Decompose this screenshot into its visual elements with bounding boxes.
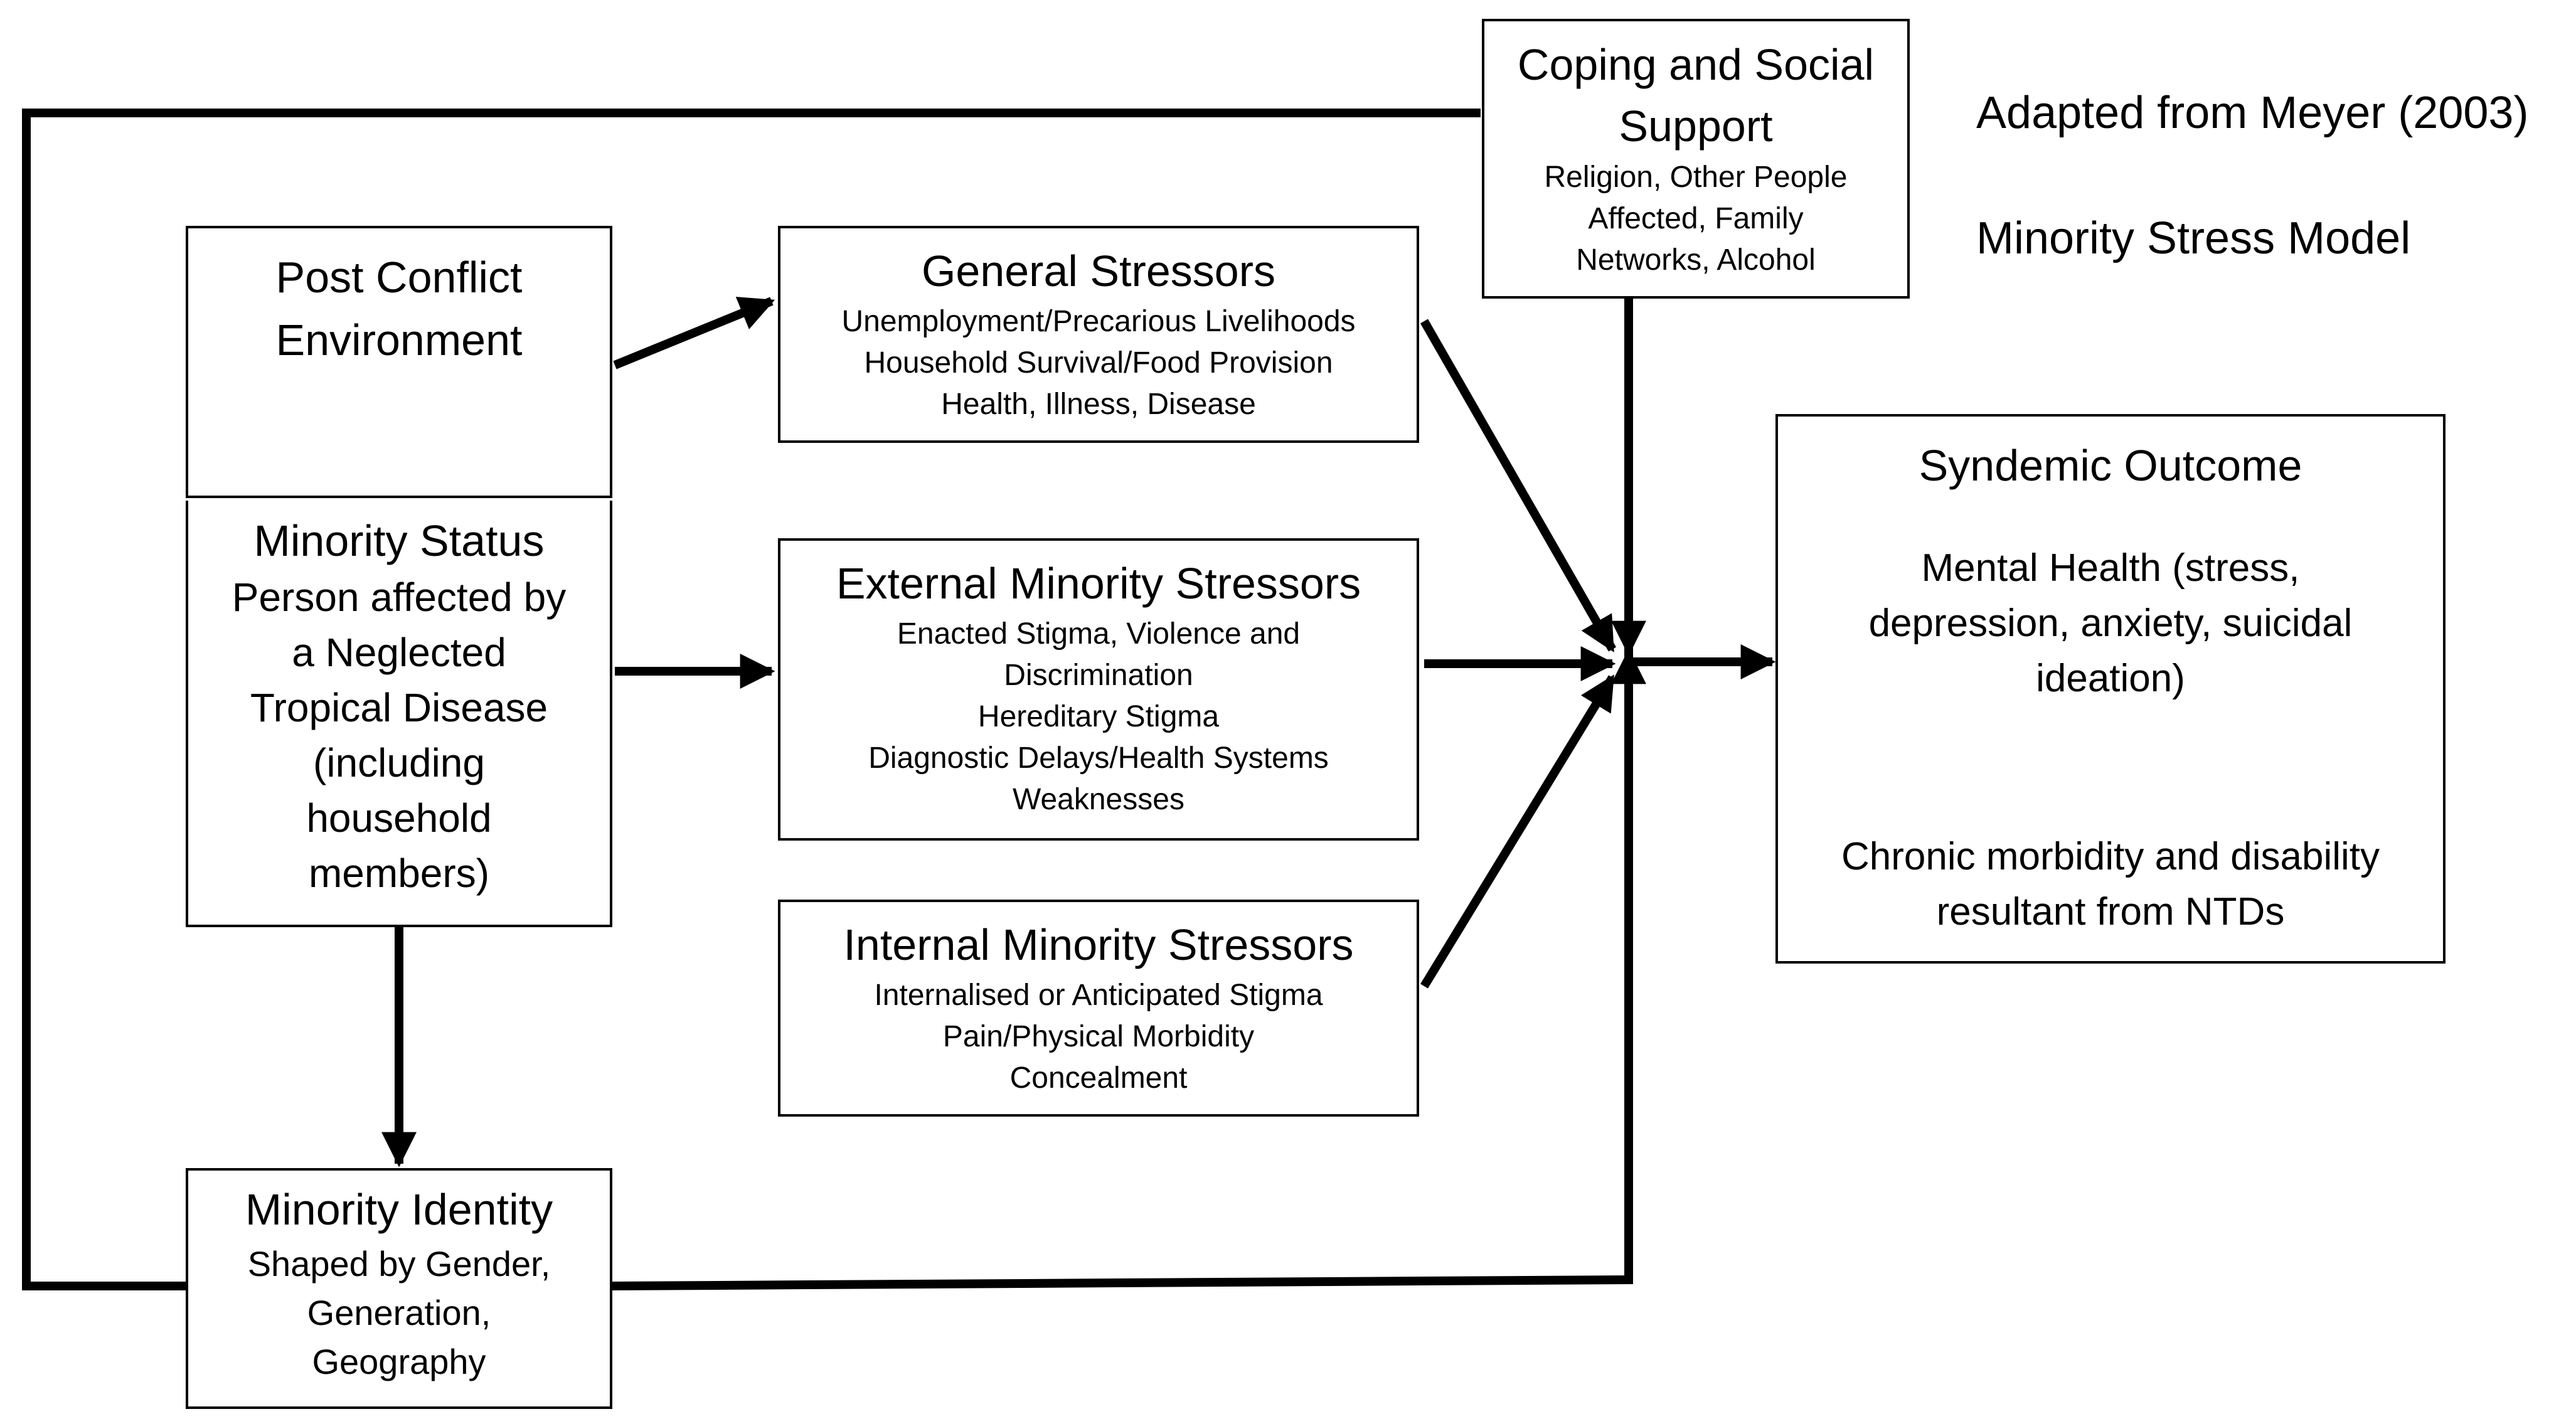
internal-stressors-item: Concealment [1009,1061,1188,1095]
minority-identity-item: Geography [312,1342,486,1381]
general-stressors-item: Health, Illness, Disease [941,388,1256,421]
internal-stressors-box: Internal Minority Stressors Internalised… [778,900,1419,1117]
coping-support-item: Religion, Other People [1544,161,1848,194]
syndemic-mental-health: Mental Health (stress, depression, anxie… [1868,546,2353,700]
minority-identity-box: Minority Identity Shaped by Gender, Gene… [186,1168,612,1409]
coping-support-box: Coping and Social Support Religion, Othe… [1482,19,1910,299]
syndemic-chronic-morbidity: Chronic morbidity and disability resulta… [1841,835,2380,933]
external-stressors-item: Hereditary Stigma [977,700,1220,733]
internal-stressors-item: Pain/Physical Morbidity [942,1020,1255,1053]
post-conflict-box: Post Conflict Environment [186,226,612,498]
minority-status-title: Minority Status [253,516,545,565]
external-stressors-box: External Minority Stressors Enacted Stig… [778,538,1419,841]
minority-identity-title: Minority Identity [245,1185,553,1234]
coping-support-title: Coping and Social Support [1517,40,1875,151]
general-stressors-item: Unemployment/Precarious Livelihoods [841,305,1356,338]
post-conflict-title: Post Conflict Environment [275,253,523,364]
minority-status-box: Minority Status Person affected by a Neg… [186,501,612,927]
minority-identity-item: Generation, [307,1293,491,1332]
general-stressors-title: General Stressors [921,247,1276,295]
general-to-junction-arrow [1420,319,1617,652]
external-stressors-item: Weaknesses [1013,783,1184,816]
general-stressors-item: Household Survival/Food Provision [864,346,1333,380]
identity-to-junction-line [612,649,1646,1290]
post-conflict-to-general-arrow [613,297,775,369]
internal-to-junction-arrow [1420,674,1616,989]
syndemic-outcome-title: Syndemic Outcome [1919,441,2302,490]
external-stressors-item: Diagnostic Delays/Health Systems [868,741,1329,775]
attribution-line-1: Adapted from Meyer (2003) [1976,88,2529,138]
external-stressors-item: Enacted Stigma, Violence and [897,617,1301,651]
external-stressors-title: External Minority Stressors [836,559,1361,608]
attribution-line-2: Minority Stress Model [1976,213,2411,263]
general-stressors-box: General Stressors Unemployment/Precariou… [778,226,1419,443]
external-stressors-item: Discrimination [1004,659,1193,692]
internal-stressors-title: Internal Minority Stressors [843,920,1354,969]
coping-support-item: Affected, Family [1588,202,1804,235]
internal-stressors-item: Internalised or Anticipated Stigma [874,979,1323,1012]
syndemic-outcome-box: Syndemic Outcome Mental Health (stress, … [1775,414,2446,964]
minority-identity-item: Shaped by Gender, [247,1244,551,1283]
feedback-loop-line [22,109,1481,1290]
coping-support-item: Networks, Alcohol [1576,243,1816,277]
attribution-note: Adapted from Meyer (2003) Minority Stres… [1976,19,2572,332]
minority-status-body: Person affected by a Neglected Tropical … [232,575,567,896]
